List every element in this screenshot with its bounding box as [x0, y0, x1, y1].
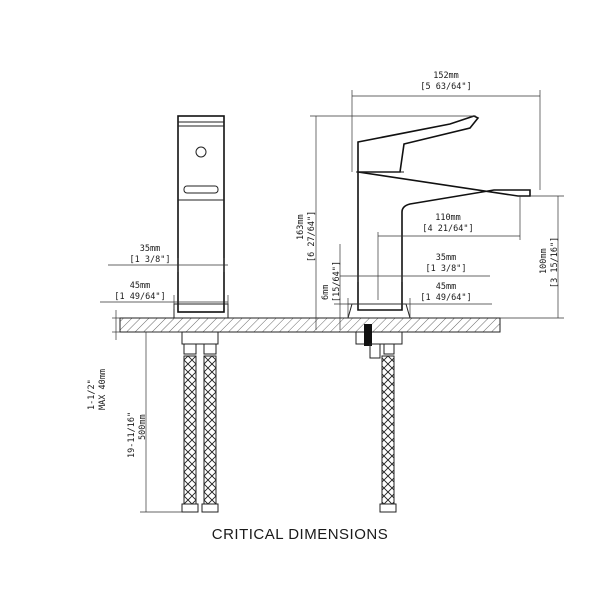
base-height-metric: 6mm — [321, 285, 331, 300]
faucet-front-view — [347, 115, 531, 513]
drawing-caption: CRITICAL DIMENSIONS — [211, 526, 389, 543]
body-front-imperial: [1 3/8"] — [130, 255, 171, 265]
dim-body-side: 35mm [1 3/8"] — [340, 253, 490, 282]
dim-hose-length: 19-11/16" 500mm — [127, 331, 182, 513]
hose-length-metric: 500mm — [138, 414, 148, 440]
dim-base-front: 45mm [1 49/64"] — [100, 281, 229, 309]
spout-reach-imperial: [4 21/64"] — [422, 224, 473, 234]
dim-overall-width: 152mm [5 63/64"] — [351, 71, 541, 190]
countertop — [119, 317, 501, 333]
hose-length-imperial: 19-11/16" — [127, 412, 137, 458]
dim-deck-max: 1-1/2" MAX 40mm — [87, 310, 120, 410]
spout-height-imperial: [3 15/16"] — [550, 237, 560, 288]
base-side-metric: 45mm — [436, 282, 456, 292]
total-height-imperial: [6 27/64"] — [307, 211, 317, 262]
base-front-metric: 45mm — [130, 281, 150, 291]
faucet-side-view — [173, 115, 229, 513]
overall-width-metric: 152mm — [433, 71, 459, 81]
spout-reach-metric: 110mm — [435, 213, 461, 223]
total-height-metric: 163mm — [296, 214, 306, 240]
dim-base-side: 45mm [1 49/64"] — [347, 282, 492, 318]
overall-width-imperial: [5 63/64"] — [420, 82, 471, 92]
dim-body-front: 35mm [1 3/8"] — [108, 244, 228, 272]
base-front-imperial: [1 49/64"] — [114, 292, 165, 302]
dim-spout-height: 100mm [3 15/16"] — [500, 195, 564, 319]
dim-base-height: 6mm [15/64"] — [321, 244, 352, 330]
body-side-imperial: [1 3/8"] — [426, 264, 467, 274]
body-side-metric: 35mm — [436, 253, 456, 263]
base-height-imperial: [15/64"] — [332, 261, 342, 302]
dim-spout-reach: 110mm [4 21/64"] — [377, 196, 521, 300]
dim-total-height: 163mm [6 27/64"] — [296, 115, 476, 330]
spout-height-metric: 100mm — [539, 248, 549, 274]
base-side-imperial: [1 49/64"] — [420, 293, 471, 303]
body-front-metric: 35mm — [140, 244, 160, 254]
deck-max-metric: MAX 40mm — [98, 369, 108, 410]
deck-max-imperial: 1-1/2" — [87, 379, 97, 410]
